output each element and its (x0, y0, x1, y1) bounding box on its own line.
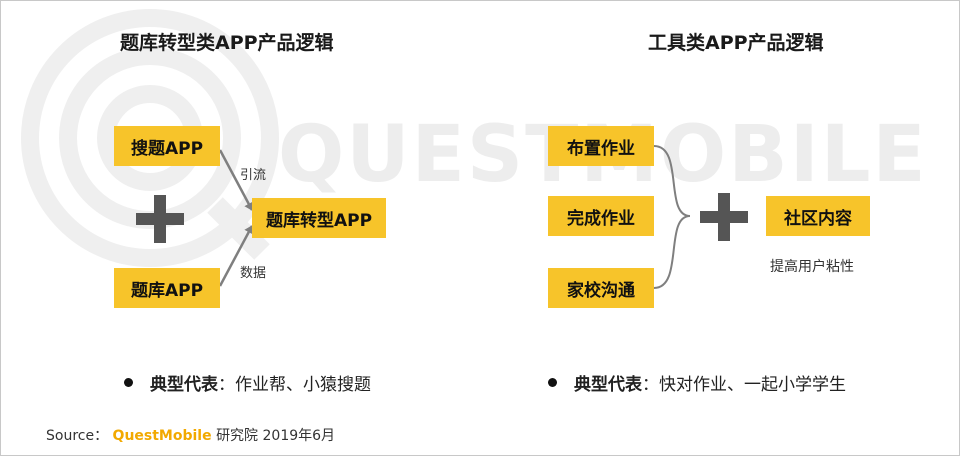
bullet-icon (124, 378, 133, 387)
left-rep-text: ：作业帮、小猿搜题 (218, 375, 371, 395)
left-title: 题库转型类APP产品逻辑 (120, 32, 334, 54)
bullet-icon (548, 378, 557, 387)
label-data: 数据 (240, 266, 267, 281)
plus-icon (136, 195, 184, 243)
right-representatives: 典型代表 ：快对作业、一起小学学生 (548, 370, 846, 395)
right-rep-label: 典型代表 (574, 375, 642, 395)
left-rep-label: 典型代表 (150, 375, 218, 395)
left-representatives: 典型代表 ：作业帮、小猿搜题 (124, 370, 371, 395)
label-traffic: 引流 (240, 168, 267, 183)
box-search-app: 搜题APP (114, 126, 220, 166)
box-assign-homework: 布置作业 (548, 126, 654, 166)
box-question-bank-app: 题库APP (114, 268, 220, 308)
right-title: 工具类APP产品逻辑 (648, 32, 824, 54)
caption-stickiness: 提高用户粘性 (770, 259, 854, 275)
plus-icon (700, 193, 748, 241)
source-brand: QuestMobile (112, 428, 212, 444)
box-community-content: 社区内容 (766, 196, 870, 236)
right-rep-text: ：快对作业、一起小学学生 (642, 375, 846, 395)
box-transformed-app: 题库转型APP (252, 198, 386, 238)
box-complete-homework: 完成作业 (548, 196, 654, 236)
arrow-search-to-result (218, 149, 254, 211)
bracket-right (653, 145, 691, 289)
box-home-school-communication: 家校沟通 (548, 268, 654, 308)
arrow-bank-to-result (218, 225, 254, 287)
source-suffix: 研究院 2019年6月 (216, 428, 336, 444)
source-prefix: Source： (46, 428, 109, 444)
source-line: Source： QuestMobile 研究院 2019年6月 (46, 425, 335, 445)
